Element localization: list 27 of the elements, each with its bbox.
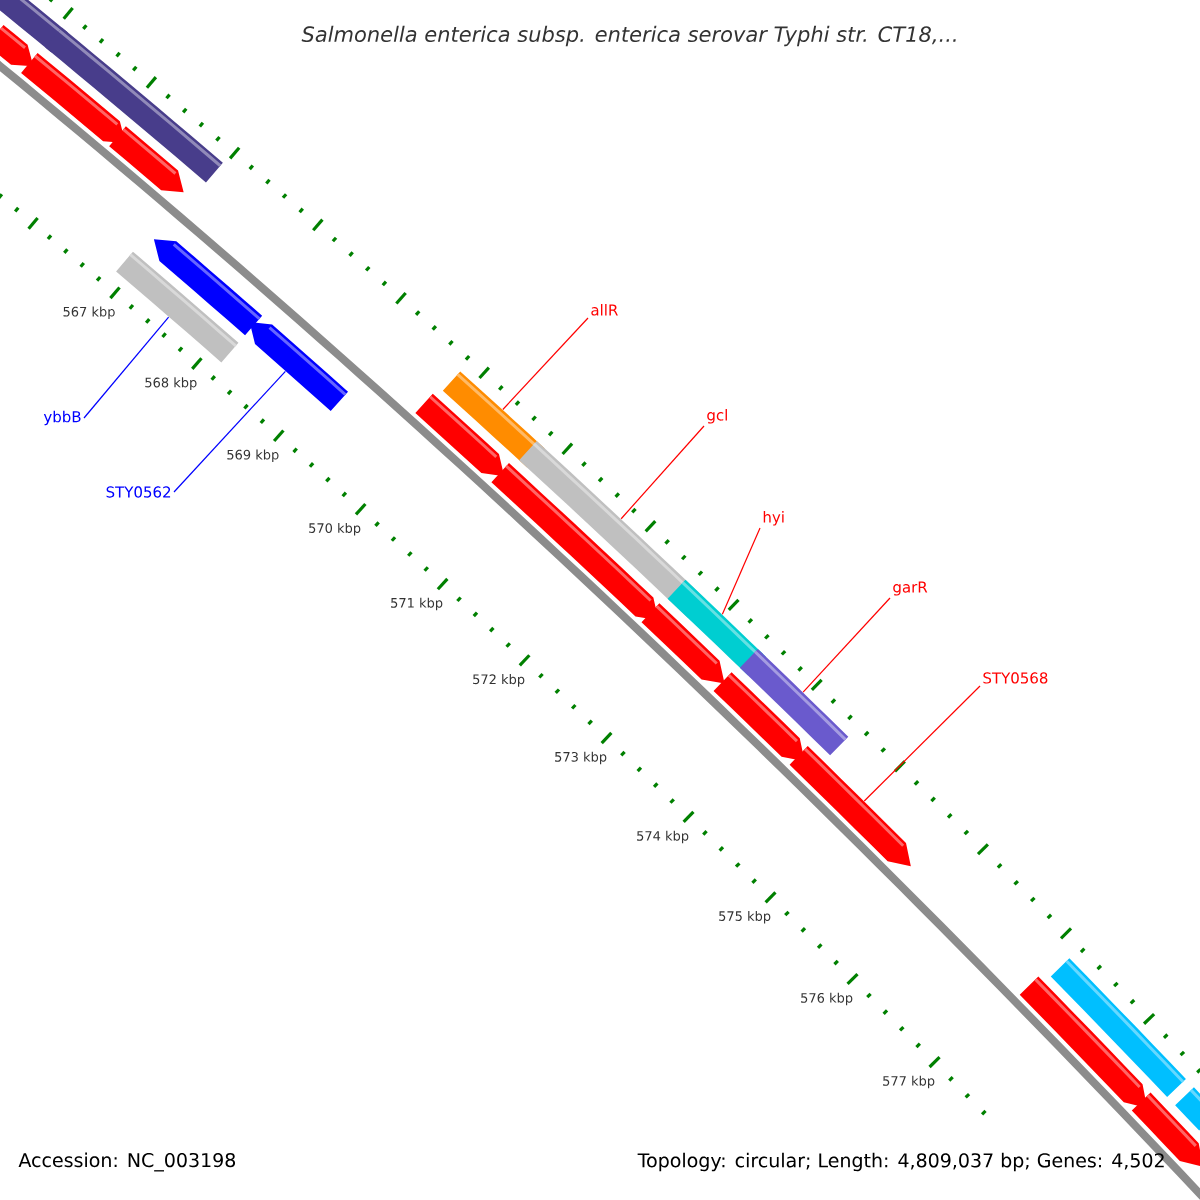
leader-line: [721, 527, 761, 615]
gene-feature: [739, 648, 849, 756]
gene-feature: [491, 463, 659, 621]
gene-feature: [713, 672, 805, 762]
footer-text: Accession: NC_003198: [18, 1152, 236, 1172]
title: Salmonella enterica subsp. enterica serovar Typhi str. CT18,...: [301, 25, 956, 47]
leader-line: [502, 317, 589, 411]
gene-feature: [1050, 958, 1186, 1097]
gene-feature: [1019, 976, 1148, 1108]
gene-feature: [789, 746, 911, 867]
leader-line: [620, 425, 705, 520]
leader-line: [802, 597, 891, 693]
gene-feature: [116, 251, 239, 363]
gene-feature: [153, 239, 263, 336]
leader-line: [173, 370, 286, 493]
gene-feature: [249, 322, 349, 412]
gene-feature: [415, 393, 505, 477]
gene-feature: [109, 126, 184, 193]
gene-feature: [0, 24, 34, 67]
gene-feature: [45, 27, 223, 183]
gene-feature: [641, 603, 725, 684]
leader-line: [863, 685, 981, 802]
footer-text: Topology: circular; Length: 4,809,037 bp; Genes: 4,502: [637, 1152, 1164, 1172]
gene-feature: [21, 52, 126, 144]
gene-feature: [0, 0, 68, 53]
leader-line: [83, 316, 170, 419]
gene-feature: [1175, 1087, 1200, 1131]
